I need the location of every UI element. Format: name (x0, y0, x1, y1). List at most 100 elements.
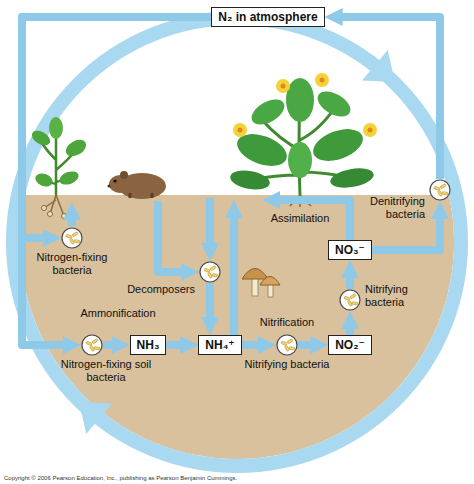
compound-label: NH₃ (137, 338, 160, 352)
compound-box: N₂ in atmosphere (211, 7, 324, 27)
bacteria-icon (429, 179, 451, 201)
flow-arrow (166, 341, 188, 349)
organism-label: Nitrogen-fixing soil bacteria (60, 358, 152, 384)
bacterium (352, 301, 358, 305)
bacteria-icon (199, 261, 221, 283)
mushrooms (242, 269, 280, 298)
bacterium (440, 184, 446, 189)
flow-arrow (206, 283, 214, 325)
flow-arrow (206, 198, 214, 251)
leaf (229, 168, 272, 193)
flower-center (320, 78, 325, 83)
bacterium (72, 232, 78, 237)
leaf (49, 117, 63, 139)
bacteria-circle (200, 262, 220, 282)
flower-center (368, 128, 373, 133)
flow-arrow (298, 341, 318, 349)
flow-arrow (242, 341, 266, 349)
leaf (309, 123, 367, 167)
process-label: Assimilation (271, 212, 330, 225)
bacterium (289, 346, 295, 350)
leaf (329, 165, 375, 190)
organism-label: Nitrogen-fixing bacteria (22, 251, 122, 277)
bacterium (66, 234, 73, 238)
bacteria-circle (62, 228, 82, 248)
flow-arrow (68, 212, 76, 226)
rodent-feet (130, 193, 152, 198)
flowering-plant (229, 73, 377, 207)
bacteria-icon (276, 334, 298, 356)
bacterium (86, 341, 93, 345)
cycle-ring (13, 18, 461, 466)
flower (276, 79, 290, 93)
flow-arrow (22, 17, 211, 345)
root-nodule (48, 212, 53, 217)
root (44, 195, 64, 216)
bacteria-icon (61, 227, 83, 249)
bacterium (94, 346, 100, 350)
flow-arrow (158, 201, 189, 272)
compound-label: NO₂⁻ (335, 338, 365, 352)
leaf (313, 86, 354, 121)
flower (363, 123, 377, 137)
bacterium (204, 268, 211, 272)
copyright-note: Copyright © 2006 Pearson Education, Inc.… (3, 474, 238, 482)
process-label: Nitrification (260, 316, 314, 329)
flower-center (238, 128, 243, 133)
mushroom-cap (260, 277, 280, 286)
rodent-head (109, 175, 131, 193)
bacteria-node: Nitrifying bacteria (339, 289, 361, 311)
bacterium (212, 273, 218, 277)
leaf (58, 169, 81, 187)
bacteria-icon (339, 289, 361, 311)
bacteria-node: Nitrogen-fixing bacteria (61, 227, 83, 249)
bacteria-node: Denitrifying bacteria (429, 179, 451, 201)
legume-plant (29, 117, 89, 219)
organism-label: Nitrifying bacteria (365, 283, 437, 309)
bacterium (287, 339, 293, 344)
compound-box: NH₃ (130, 335, 167, 355)
ring-arrowhead (362, 50, 395, 82)
compound-label: NH₄⁺ (205, 338, 234, 352)
flow-arrow (230, 210, 238, 335)
bacteria-node: Nitrifying bacteria (276, 334, 298, 356)
bacteria-circle (82, 335, 102, 355)
flow-arrow (335, 17, 440, 179)
bacterium (74, 239, 80, 243)
organism-label: Decomposers (105, 283, 195, 296)
organism-label: Nitrifying bacteria (242, 358, 332, 371)
rodent-nose (108, 185, 111, 188)
bacteria-circle (277, 335, 297, 355)
bacterium (281, 341, 288, 345)
bacterium (434, 186, 441, 190)
bacteria-node: Decomposers (199, 261, 221, 283)
bacterium (210, 266, 216, 271)
root-nodule (62, 214, 67, 219)
leaf (286, 78, 314, 122)
rodent-ear (120, 171, 128, 179)
bacterium (344, 296, 351, 300)
bacteria-icon (81, 334, 103, 356)
leaf (29, 128, 52, 148)
root-nodule (42, 206, 47, 211)
compound-box: NO₂⁻ (328, 335, 372, 355)
flow-arrow (346, 321, 354, 335)
flow-arrow (103, 341, 120, 349)
leaf (288, 142, 312, 178)
compound-box: NO₃⁻ (328, 240, 372, 260)
flow-arrow (22, 17, 211, 238)
bacterium (350, 294, 356, 299)
bacterium (442, 191, 448, 195)
organism-label: Denitrifying bacteria (345, 195, 425, 221)
flower-center (281, 84, 286, 89)
flower (315, 73, 329, 87)
bacterium (92, 339, 98, 344)
bacteria-node: Nitrogen-fixing soil bacteria (81, 334, 103, 356)
bacteria-circle (430, 180, 450, 200)
soil (0, 195, 474, 484)
compound-box: NH₄⁺ (198, 335, 241, 355)
compound-label: N₂ in atmosphere (218, 10, 317, 24)
flow-arrow (346, 270, 354, 289)
ring-arrowhead (79, 402, 112, 434)
rodent-eye (113, 179, 116, 182)
